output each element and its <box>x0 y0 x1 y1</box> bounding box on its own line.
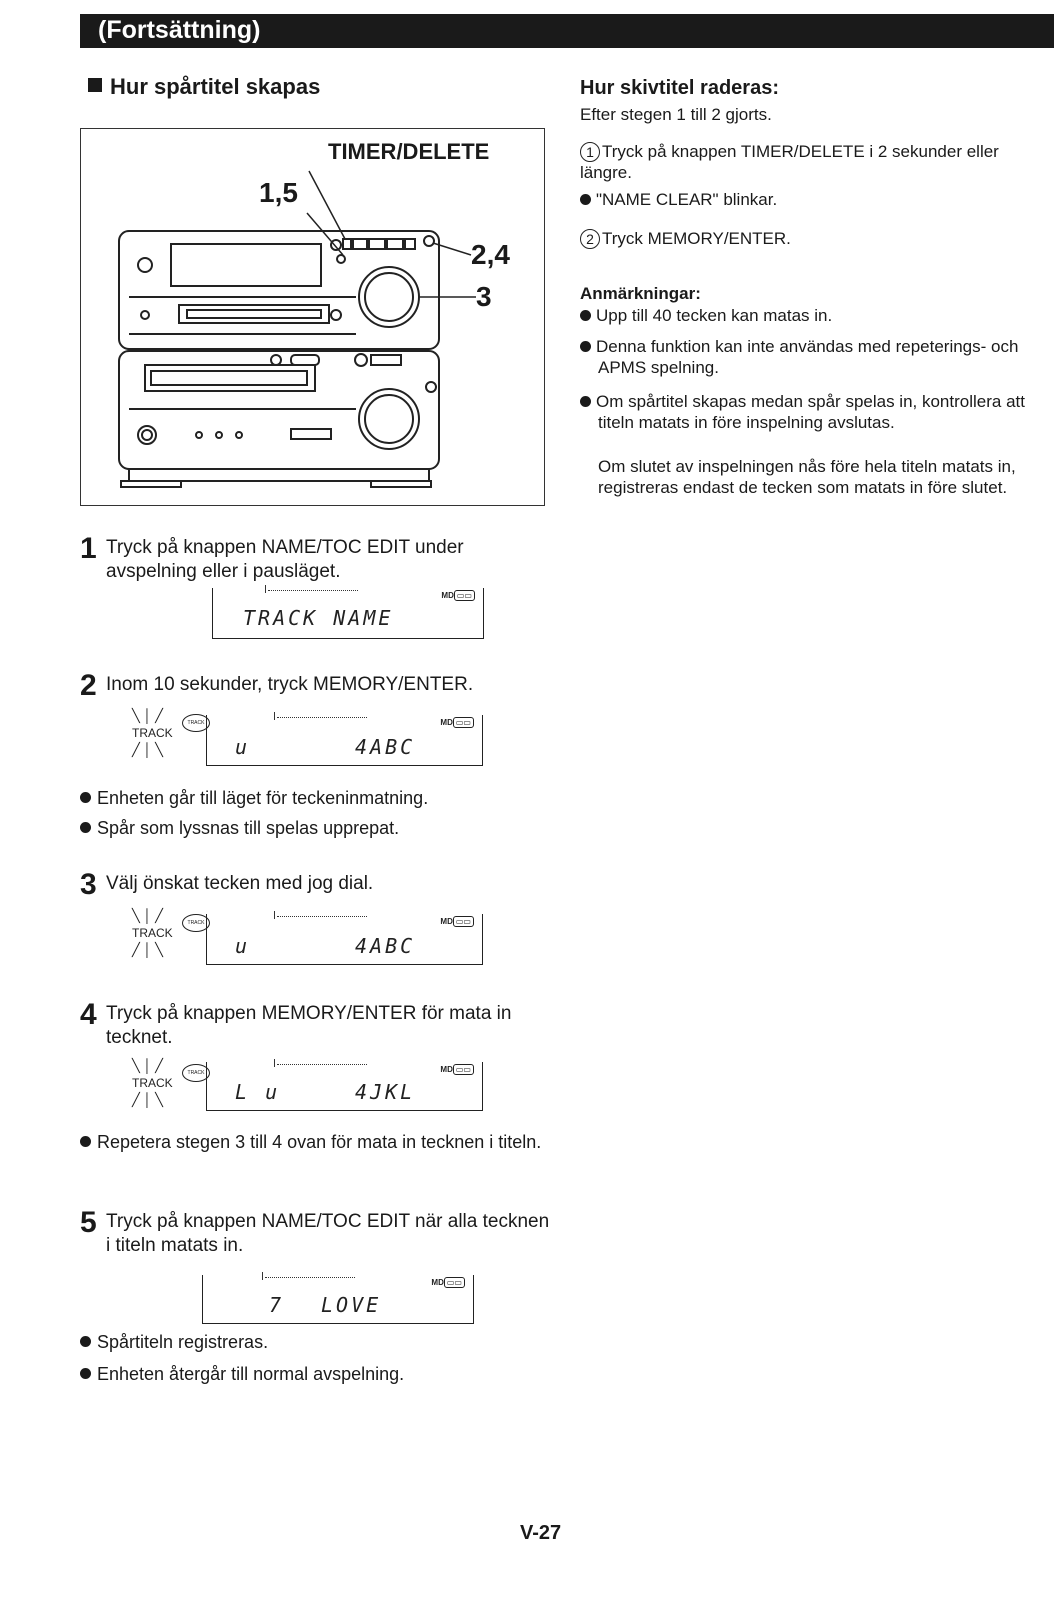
square-bullet-icon <box>88 78 102 92</box>
md-icon: MD▭▭ <box>440 717 474 728</box>
step-text: Välj önskat tecken med jog dial. <box>106 873 374 894</box>
step-text: Tryck på knappen NAME/TOC EDIT under avs… <box>106 537 464 582</box>
step-number: 1 <box>80 532 97 565</box>
lcd-chars: 4ABC <box>355 735 416 759</box>
lcd-text: TRACK NAME <box>243 606 394 630</box>
lcd-display-step-2: MD▭▭ u 4ABC <box>206 712 483 766</box>
track-indicator-step-4: ╲ │ ╱ TRACK TRACK ╱ │ ╲ <box>132 1058 212 1112</box>
track-indicator-step-2: ╲ │ ╱ TRACK TRACK ╱ │ ╲ <box>132 708 212 762</box>
track-title-heading: Hur spårtitel skapas <box>88 74 320 100</box>
lcd-title: LOVE <box>321 1293 382 1317</box>
disc-title-intro: Efter stegen 1 till 2 gjorts. <box>580 105 772 124</box>
md-icon: MD▭▭ <box>431 1277 465 1288</box>
step-4: 4 Tryck på knappen MEMORY/ENTER för mata… <box>80 998 550 1050</box>
lcd-chars: 4JKL <box>355 1080 416 1104</box>
lcd-chars: 4ABC <box>355 934 416 958</box>
track-dots-indicator <box>265 585 358 593</box>
lcd-display-step-5: MD▭▭ 7 LOVE <box>202 1272 474 1324</box>
callout-timer-delete: TIMER/DELETE <box>328 139 490 164</box>
lcd-display-step-1: MD▭▭ TRACK NAME <box>212 585 484 639</box>
callout-step-2-4: 2,4 <box>471 239 510 270</box>
disc-title-heading: Hur skivtitel raderas: <box>580 77 779 99</box>
md-icon: MD▭▭ <box>440 1064 474 1075</box>
lcd-cursor: u <box>235 735 251 759</box>
step-text: Tryck på knappen NAME/TOC EDIT när alla … <box>106 1211 550 1256</box>
track-dots-indicator <box>274 1059 367 1067</box>
disc-icon: TRACK <box>182 1064 210 1082</box>
lcd-display-step-3: MD▭▭ u 4ABC <box>206 911 483 965</box>
circled-number: 2 <box>580 229 600 249</box>
stereo-drawing <box>118 170 476 488</box>
bullet-5a: Spårtiteln registreras. <box>80 1330 560 1354</box>
circled-number: 1 <box>580 142 600 162</box>
lcd-cursor: L u <box>235 1080 281 1104</box>
bullet-5b: Enheten återgår till normal avspelning. <box>80 1362 560 1386</box>
step-text: Tryck på knappen MEMORY/ENTER för mata i… <box>106 1003 512 1048</box>
step-3: 3 Välj önskat tecken med jog dial. <box>80 868 550 901</box>
step-1: 1 Tryck på knappen NAME/TOC EDIT under a… <box>80 532 550 584</box>
step-2: 2 Inom 10 sekunder, tryck MEMORY/ENTER. <box>80 669 550 702</box>
page-number: V-27 <box>520 1522 562 1544</box>
disc-icon: TRACK <box>182 914 210 932</box>
stereo-illustration: TIMER/DELETE 1,5 2,4 3 <box>80 128 545 506</box>
step-text: Inom 10 sekunder, tryck MEMORY/ENTER. <box>106 674 474 695</box>
callout-step-3: 3 <box>476 281 492 312</box>
note-3-extra: Om slutet av inspelningen nås före hela … <box>598 457 1016 497</box>
callout-step-1-5: 1,5 <box>259 177 298 208</box>
lcd-display-step-4: MD▭▭ L u 4JKL <box>206 1059 483 1111</box>
note-2: Denna funktion kan inte användas med rep… <box>580 336 1054 378</box>
lcd-cursor: u <box>235 934 251 958</box>
bullet-4: Repetera stegen 3 till 4 ovan för mata i… <box>80 1130 560 1154</box>
track-dots-indicator <box>274 712 367 720</box>
bullet-2b: Spår som lyssnas till spelas upprepat. <box>80 816 560 840</box>
bullet-2a: Enheten går till läget för teckeninmatni… <box>80 786 560 810</box>
step-number: 2 <box>80 669 97 702</box>
step-number: 4 <box>80 998 97 1031</box>
step-number: 3 <box>80 868 97 901</box>
lcd-track-number: 7 <box>269 1293 285 1317</box>
track-dots-indicator <box>274 911 367 919</box>
disc-step-1-bullet: "NAME CLEAR" blinkar. <box>580 189 1054 210</box>
section-title: (Fortsättning) <box>98 16 261 44</box>
md-icon: MD▭▭ <box>440 916 474 927</box>
notes-heading: Anmärkningar: <box>580 284 701 303</box>
track-dots-indicator <box>262 1272 355 1280</box>
section-header: (Fortsättning) <box>80 14 1054 48</box>
note-3: Om spårtitel skapas medan spår spelas in… <box>580 391 1054 433</box>
md-icon: MD▭▭ <box>441 590 475 601</box>
disc-icon: TRACK <box>182 714 210 732</box>
track-indicator-step-3: ╲ │ ╱ TRACK TRACK ╱ │ ╲ <box>132 908 212 962</box>
note-1: Upp till 40 tecken kan matas in. <box>580 305 1054 326</box>
step-5: 5 Tryck på knappen NAME/TOC EDIT när all… <box>80 1206 550 1258</box>
step-number: 5 <box>80 1206 97 1239</box>
